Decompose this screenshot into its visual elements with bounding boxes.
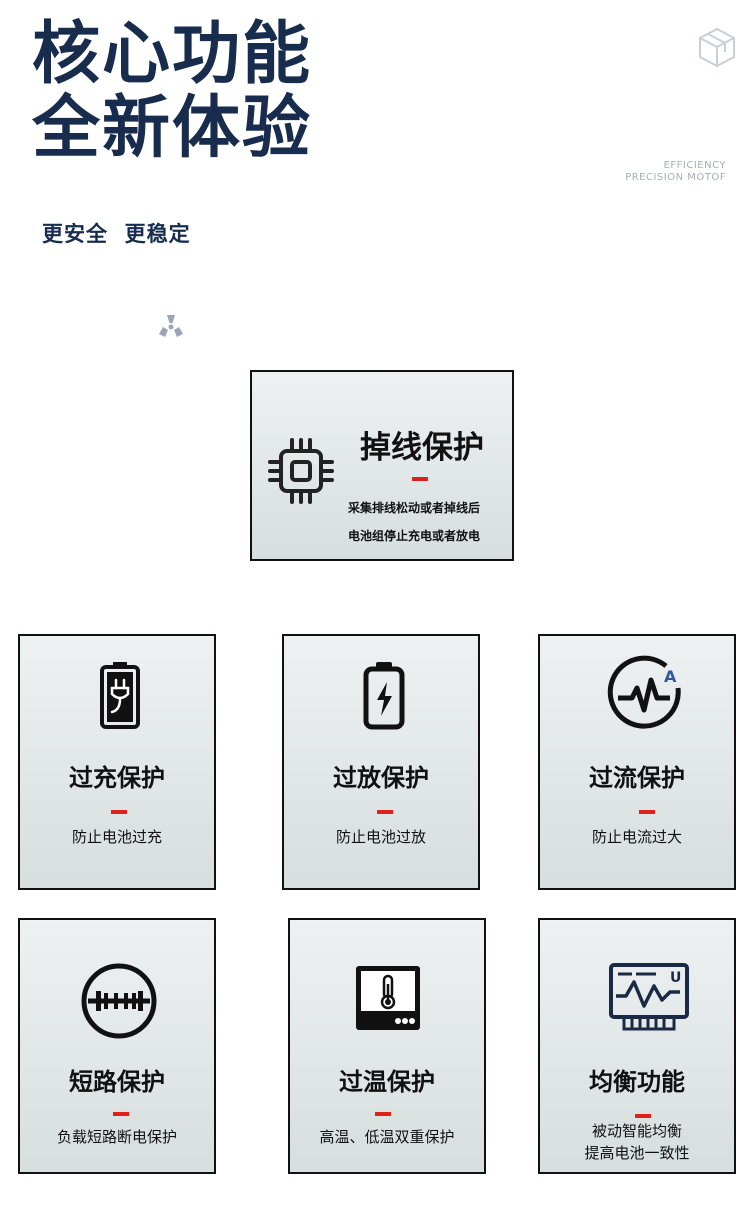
card-balancing-function: U 均衡功能 被动智能均衡 提高电池一致性	[538, 918, 736, 1174]
card-name: 均衡功能	[589, 1067, 685, 1096]
card-name: 过充保护	[69, 763, 165, 792]
current-unit-label: A	[664, 667, 677, 686]
title-line-2: 全新体验	[32, 89, 313, 168]
card-name: 过温保护	[339, 1067, 435, 1096]
card-desc: 被动智能均衡 提高电池一致性	[540, 1120, 734, 1164]
subtitle: 更安全 更稳定	[42, 222, 191, 246]
card-temperature-protection: 过温保护 高温、低温双重保护	[288, 918, 486, 1174]
card-overcurrent-protection: A 过流保护 防止电流过大	[538, 634, 736, 890]
thermometer-icon	[356, 966, 420, 1030]
chip-icon	[268, 438, 334, 504]
brand-line-1: EFFICIENCY	[663, 160, 726, 171]
red-accent-bar	[111, 810, 127, 814]
short-circuit-icon	[81, 963, 157, 1039]
red-accent-bar	[412, 477, 428, 481]
card-desc: 负载短路断电保护	[56, 1128, 177, 1146]
red-accent-bar	[113, 1112, 129, 1116]
card-desc: 防止电流过大	[591, 828, 682, 846]
voltage-unit-label: U	[670, 970, 681, 986]
brand-text: EFFICIENCY PRECISION MOTOF	[625, 160, 726, 184]
card-desc: 高温、低温双重保护	[319, 1128, 455, 1146]
page-title: 核心功能 全新体验	[32, 18, 312, 166]
card-desc-line-1: 被动智能均衡	[591, 1122, 682, 1140]
card-name: 过流保护	[589, 763, 685, 792]
red-accent-bar	[635, 1114, 651, 1118]
feature-name: 掉线保护	[360, 430, 484, 466]
card-name: 短路保护	[69, 1067, 165, 1096]
card-desc: 防止电池过放	[335, 828, 426, 846]
card-desc-line-2: 提高电池一致性	[584, 1144, 690, 1162]
brand-line-2: PRECISION MOTOF	[625, 172, 726, 183]
battery-bolt-icon	[363, 662, 405, 730]
card-desc: 防止电池过充	[71, 828, 162, 846]
monitor-wave-icon: U	[609, 963, 689, 1031]
battery-plug-icon	[100, 662, 140, 729]
title-line-1: 核心功能	[32, 15, 313, 94]
feature-desc-line-2: 电池组停止充电或者放电	[348, 529, 481, 543]
card-short-circuit-protection: 短路保护 负载短路断电保护	[18, 918, 216, 1174]
red-accent-bar	[377, 810, 393, 814]
card-name: 过放保护	[333, 763, 429, 792]
card-overcharge-protection: 过充保护 防止电池过充	[18, 634, 216, 890]
red-accent-bar	[375, 1112, 391, 1116]
card-overdischarge-protection: 过放保护 防止电池过放	[282, 634, 480, 890]
cube-logo-icon	[699, 27, 735, 68]
red-accent-bar	[639, 810, 655, 814]
current-meter-icon: A	[607, 655, 681, 729]
feature-card-disconnect-protection: 掉线保护 采集排线松动或者掉线后 电池组停止充电或者放电	[250, 370, 514, 561]
radiation-icon	[159, 315, 183, 337]
feature-desc-line-1: 采集排线松动或者掉线后	[348, 501, 481, 515]
